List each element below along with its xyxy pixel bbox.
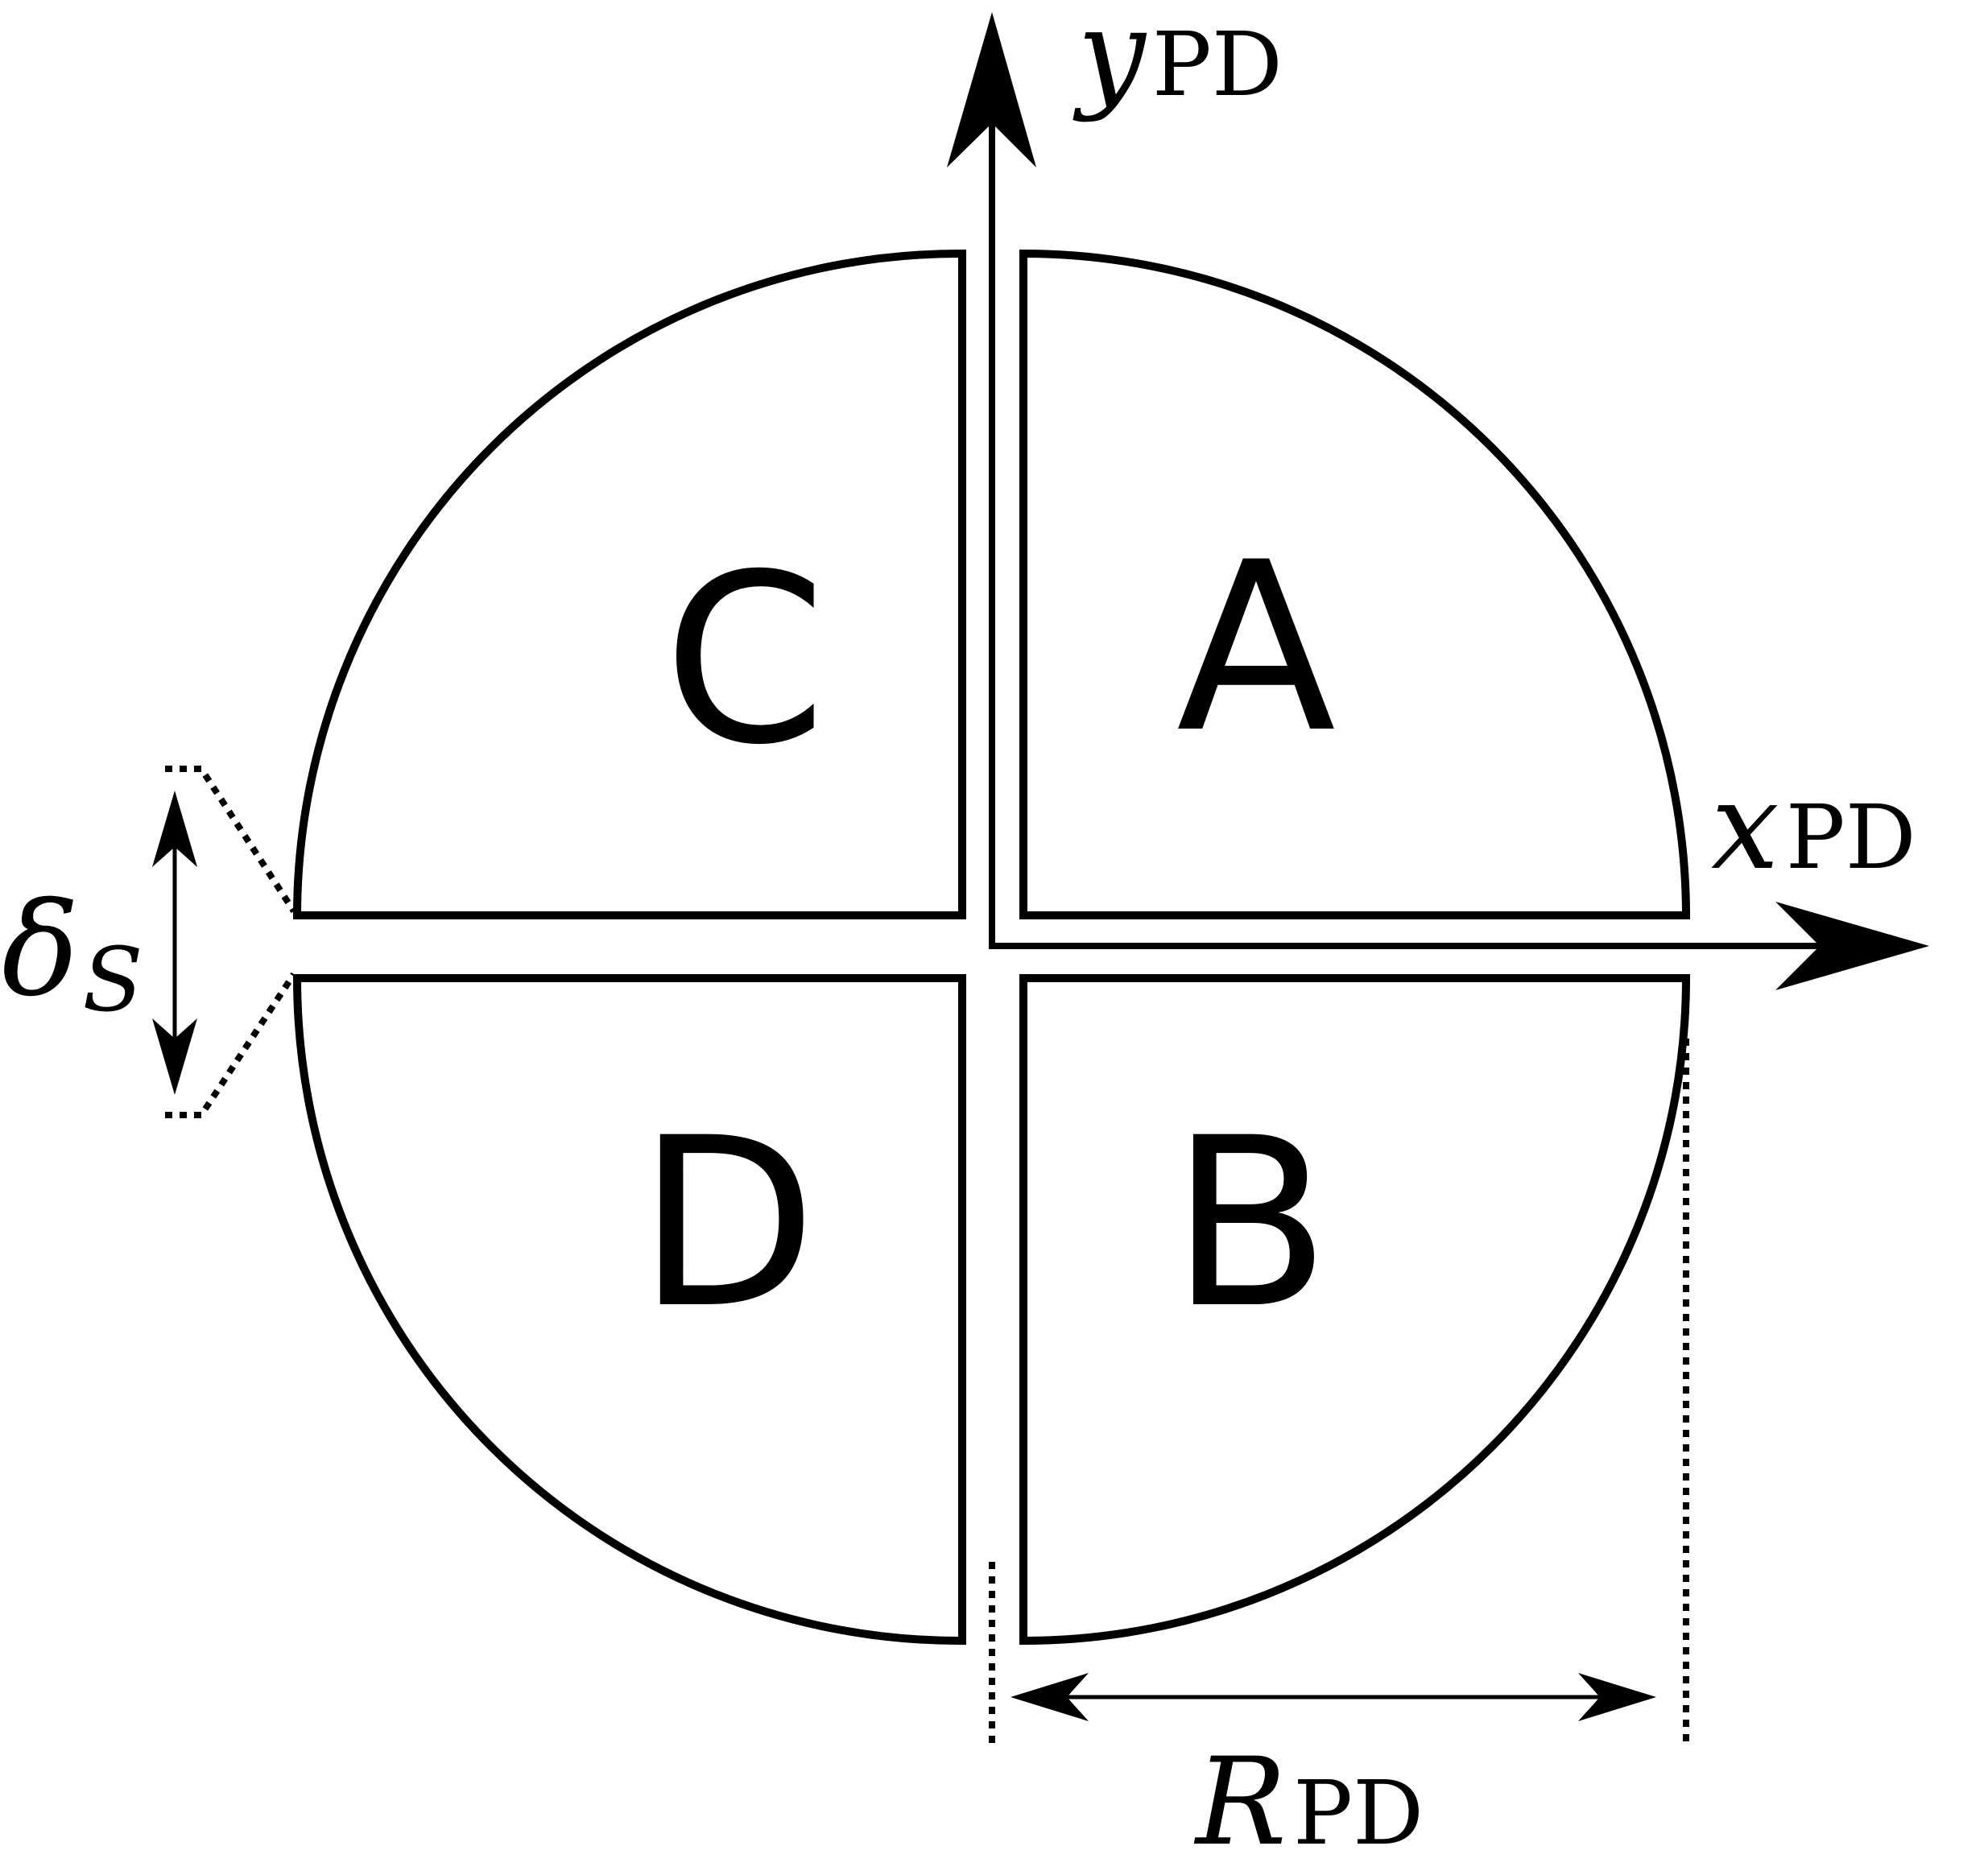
x-axis-arrowhead xyxy=(1775,902,1929,990)
quadrant-c-label: C xyxy=(663,525,827,796)
gap-extension-top xyxy=(165,766,297,914)
gap-arrowhead-bottom xyxy=(152,1018,197,1095)
gap-extension-bottom xyxy=(165,972,297,1118)
quadrant-d-outline xyxy=(292,974,966,1646)
y-axis-label: yPD xyxy=(1073,0,1283,124)
x-axis-label: xPD xyxy=(1711,757,1916,897)
y-axis-arrowhead xyxy=(947,12,1036,167)
radius-arrowhead-right xyxy=(1578,1673,1656,1721)
quadrant-a-outline xyxy=(1019,249,1691,919)
quadrant-d-label: D xyxy=(637,1088,816,1360)
quadrant-c-outline xyxy=(292,249,966,919)
gap-arrowhead-top xyxy=(152,791,197,867)
quadrant-b-label: B xyxy=(1171,1088,1331,1360)
radius-label: RPD xyxy=(1193,1733,1424,1873)
quadrant-b-outline xyxy=(1019,974,1691,1646)
y-axis-line xyxy=(989,113,1820,949)
gap-label: δS xyxy=(2,874,143,1031)
quadrant-a-label: A xyxy=(1176,513,1337,784)
radius-arrowhead-left xyxy=(1011,1673,1089,1721)
